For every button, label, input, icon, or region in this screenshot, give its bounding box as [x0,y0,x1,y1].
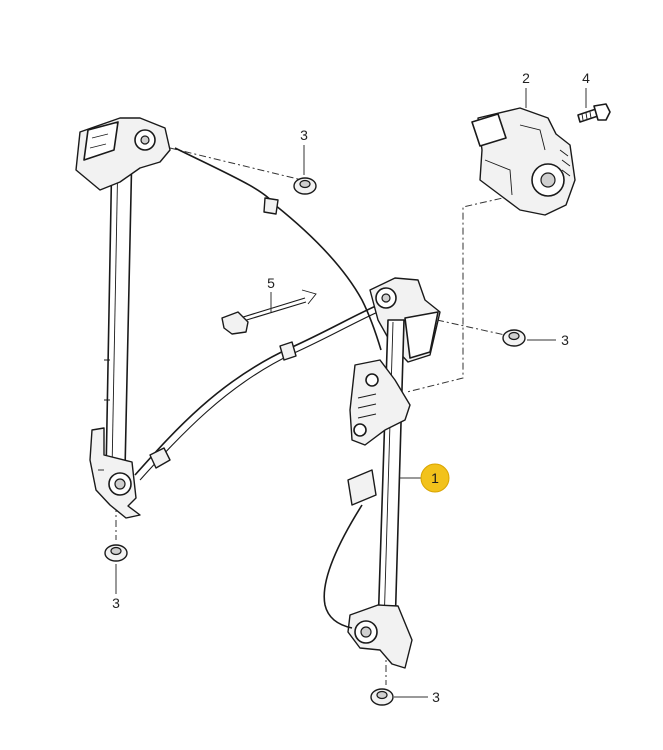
nuts [104,177,526,706]
callout-2-label: 2 [522,70,530,86]
callout-3-upper-label: 3 [300,127,308,143]
callout-3-left-label: 3 [112,595,120,611]
lower-cable [134,301,388,481]
nut-right [502,329,526,347]
callout-5-label: 5 [267,275,275,291]
callouts: 1 2 3 3 3 3 4 5 [112,70,590,705]
assembly-lines [115,147,517,685]
callout-1-badge [420,463,450,493]
window-motor [471,107,576,216]
cable-tie [221,289,317,335]
nut-left [104,544,128,562]
callout-4-label: 4 [582,70,590,86]
nut-upper [293,177,317,195]
front-regulator-rail [323,277,441,669]
callout-3-right-label: 3 [561,332,569,348]
callout-1-label: 1 [431,470,439,486]
leader-lines [115,88,587,698]
upper-cable [174,147,382,351]
rear-regulator-rail [75,117,171,519]
callout-3-bottom-label: 3 [432,689,440,705]
bolt [577,103,611,123]
nut-bottom [370,688,394,706]
